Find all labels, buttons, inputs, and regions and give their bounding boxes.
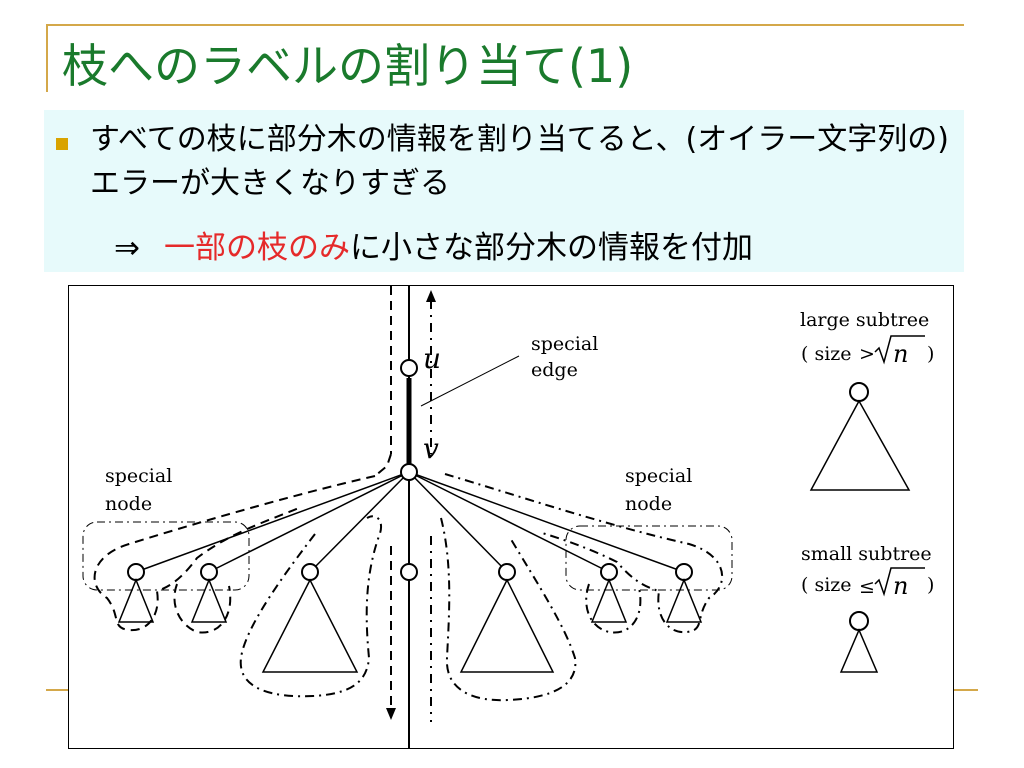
tree-diagram: u v special edge special node special no… [82,286,934,748]
legend-small-triangle [839,628,879,673]
special-node-box-right [565,525,733,591]
tree-edge [208,471,410,573]
left-rule [46,24,48,92]
sub-point-text: に小さな部分木の情報を付加 [349,230,753,266]
small-sqrt-var: n [893,572,908,600]
special-node-right-label-1: special [625,465,692,487]
highlight-text: 一部の枝のみ [163,230,350,266]
small-size-op: ≤ [859,576,875,598]
legend-large-triangle [809,399,911,491]
special-node-box-left [82,521,250,591]
tree-edge [408,471,508,573]
bottom-rule-right [954,689,978,691]
euler-contour-right [444,473,724,634]
small-close-paren: ) [927,574,934,596]
large-subtree-triangle [261,578,359,673]
sub-point: ⇒ 一部の枝のみに小さな部分木の情報を付加 [114,222,753,267]
large-sqrt-var: n [893,340,908,368]
euler-contour-large [239,515,383,698]
arrow-down-icon [386,708,396,720]
large-subtree-label: large subtree [800,309,929,331]
sqrt-icon [874,567,925,597]
child-node [127,563,145,581]
special-edge-label-2: edge [531,359,578,381]
legend-large-node [849,382,869,402]
legend-small-node [849,611,869,631]
special-node-left-label-1: special [105,465,172,487]
special-node-left-label-2: node [105,493,152,515]
child-node [600,563,618,581]
child-node [301,563,319,581]
bullet-marker-icon [56,138,68,150]
small-subtree-triangle [190,578,228,623]
tree-edge [408,471,610,573]
euler-contour-left [93,475,376,632]
sqrt-icon [874,335,925,365]
node-u-label: u [423,342,441,375]
large-size-op: > [859,343,875,365]
euler-contour-small [173,583,232,634]
tree-edge [135,471,410,573]
child-node [675,563,693,581]
special-node-right-label-2: node [625,493,672,515]
child-node [200,563,218,581]
bullet-text: すべての枝に部分木の情報を割り当てると、(オイラー文字列の)エラーが大きくなりす… [90,122,949,201]
special-edge-pointer [420,355,520,407]
child-node [498,563,516,581]
node-u [400,359,418,377]
traversal-curve [374,453,392,477]
path-node [400,563,418,581]
node-v-label: v [423,432,439,465]
tree-edge [309,471,410,573]
special-edge-label-1: special [531,333,598,355]
bottom-rule-left [46,689,70,691]
small-subtree-triangle [117,578,155,623]
bullet-box [44,110,964,272]
implies-arrow: ⇒ [114,230,140,266]
small-subtree-triangle [665,578,703,623]
arrow-up-icon [426,290,436,302]
large-size-prefix: ( size [801,343,852,365]
large-close-paren: ) [927,343,934,365]
small-subtree-triangle [590,578,628,623]
large-subtree-triangle [459,578,555,673]
top-rule [46,24,964,26]
node-v [400,463,418,481]
tree-figure: u v special edge special node special no… [68,285,954,749]
small-size-prefix: ( size [801,574,852,596]
slide-title: 枝へのラベルの割り当て(1) [62,39,634,93]
tree-edge [408,471,685,573]
small-subtree-label: small subtree [801,543,932,565]
